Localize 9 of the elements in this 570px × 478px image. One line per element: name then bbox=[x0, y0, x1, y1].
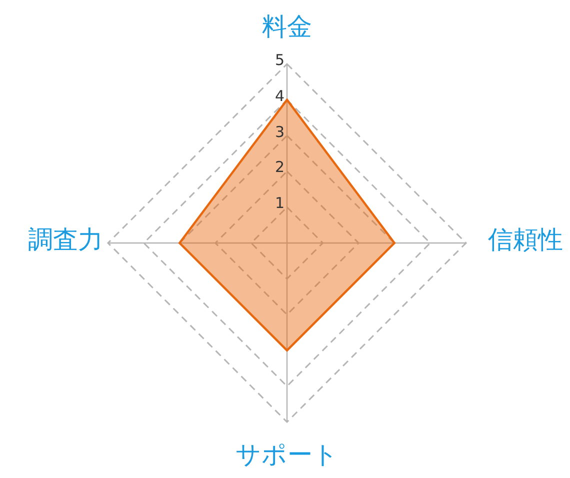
tick-label: 4 bbox=[275, 88, 285, 104]
axis-label: 調査力 bbox=[28, 225, 103, 255]
tick-label: 1 bbox=[275, 195, 285, 212]
tick-label: 3 bbox=[275, 124, 285, 140]
tick-label: 2 bbox=[275, 159, 285, 176]
tick-label: 5 bbox=[275, 52, 285, 68]
axis-label: 料金 bbox=[262, 12, 312, 42]
axis-label: 信頼性 bbox=[488, 225, 563, 255]
axis-label: サポート bbox=[236, 440, 338, 470]
